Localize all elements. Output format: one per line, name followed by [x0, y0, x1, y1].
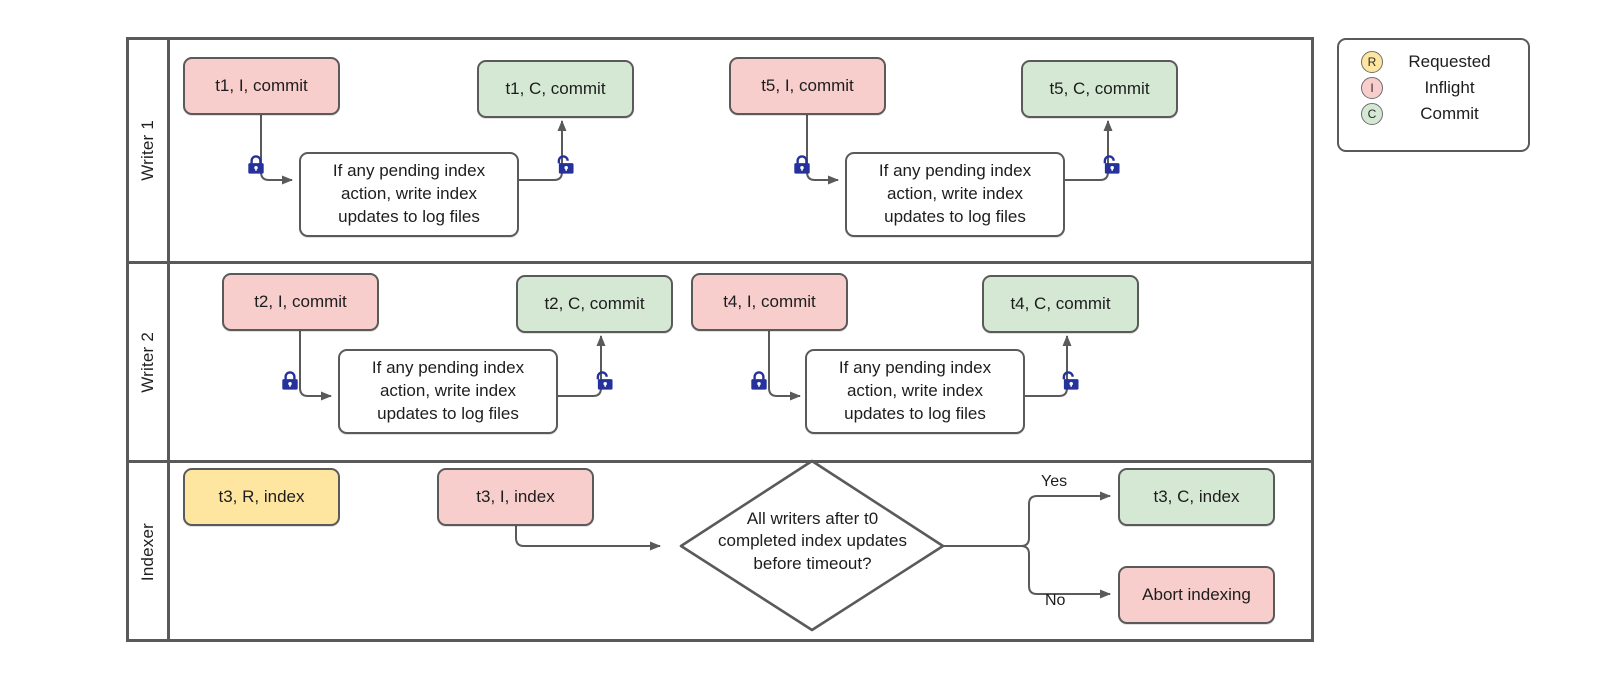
lock-open-icon	[1062, 371, 1079, 390]
lock-closed-icon	[751, 371, 767, 390]
lane-divider-1	[129, 261, 1311, 264]
node-ix-decision-line-1: All writers after t0	[746, 509, 879, 528]
node-w2-action-1-line-3: updates to log files	[377, 403, 519, 423]
node-ix-t3-requested[interactable]: t3, R, index	[183, 468, 340, 526]
legend-badge-requested-icon: R	[1361, 51, 1383, 73]
node-w1-action-1-line-1: If any pending index	[332, 161, 486, 181]
node-w2-action-2[interactable]: If any pending index action, write index…	[805, 349, 1025, 434]
lane-label-writer-1: Writer 1	[138, 120, 157, 181]
lock-closed-icon	[248, 155, 264, 174]
node-w2-action-1[interactable]: If any pending index action, write index…	[338, 349, 558, 434]
lock-open-icon	[596, 371, 613, 390]
node-w2-action-1-line-1: If any pending index	[371, 358, 525, 378]
legend-item-inflight: I Inflight	[1361, 75, 1518, 101]
node-w2-action-2-line-2: action, write index	[846, 381, 984, 401]
legend-label-commit: Commit	[1420, 104, 1479, 123]
legend-badge-commit-icon: C	[1361, 103, 1383, 125]
lock-closed-icon	[282, 371, 298, 390]
node-w1-t1-inflight[interactable]: t1, I, commit	[183, 57, 340, 115]
node-ix-decision-text: All writers after t0 completed index upd…	[700, 508, 925, 575]
lane-label-indexer: Indexer	[138, 523, 157, 582]
node-w2-action-2-line-3: updates to log files	[844, 403, 986, 423]
node-w1-t5-inflight[interactable]: t5, I, commit	[729, 57, 886, 115]
node-w2-action-1-line-2: action, write index	[379, 381, 517, 401]
legend-item-requested: R Requested	[1361, 49, 1518, 75]
node-w1-action-1[interactable]: If any pending index action, write index…	[299, 152, 519, 237]
node-w1-t5-commit[interactable]: t5, C, commit	[1021, 60, 1178, 118]
node-w2-action-2-line-1: If any pending index	[838, 358, 992, 378]
node-ix-t3-commit[interactable]: t3, C, index	[1118, 468, 1275, 526]
edge-label-yes: Yes	[1041, 473, 1068, 490]
node-w2-t4-inflight[interactable]: t4, I, commit	[691, 273, 848, 331]
lane-header-writer-1: Writer 1	[129, 40, 170, 261]
node-ix-decision-line-2: completed index updates	[717, 531, 908, 551]
node-w1-action-2[interactable]: If any pending index action, write index…	[845, 152, 1065, 237]
lane-header-writer-2: Writer 2	[129, 264, 170, 460]
node-w2-t4-commit[interactable]: t4, C, commit	[982, 275, 1139, 333]
node-w1-t1-commit[interactable]: t1, C, commit	[477, 60, 634, 118]
lock-open-icon	[557, 155, 574, 174]
node-ix-decision-line-3: before timeout?	[753, 553, 872, 573]
legend-panel: R Requested I Inflight C Commit	[1337, 38, 1530, 152]
lock-closed-icon	[794, 155, 810, 174]
legend-badge-inflight-icon: I	[1361, 77, 1383, 99]
node-w1-action-2-line-3: updates to log files	[884, 206, 1026, 226]
legend-item-commit: C Commit	[1361, 101, 1518, 127]
lane-header-indexer: Indexer	[129, 463, 170, 642]
edge-label-no: No	[1045, 592, 1066, 609]
node-ix-abort[interactable]: Abort indexing	[1118, 566, 1275, 624]
node-w2-t2-commit[interactable]: t2, C, commit	[516, 275, 673, 333]
node-w1-action-1-line-3: updates to log files	[338, 206, 480, 226]
legend-label-requested: Requested	[1408, 52, 1491, 71]
lane-divider-2	[129, 460, 1311, 463]
node-w1-action-2-line-2: action, write index	[886, 184, 1024, 204]
lock-open-icon	[1103, 155, 1120, 174]
node-ix-t3-inflight[interactable]: t3, I, index	[437, 468, 594, 526]
node-w2-t2-inflight[interactable]: t2, I, commit	[222, 273, 379, 331]
node-w1-action-2-line-1: If any pending index	[878, 161, 1032, 181]
lane-label-writer-2: Writer 2	[138, 331, 157, 393]
node-w1-action-1-line-2: action, write index	[340, 184, 478, 204]
legend-label-inflight: Inflight	[1424, 78, 1475, 97]
